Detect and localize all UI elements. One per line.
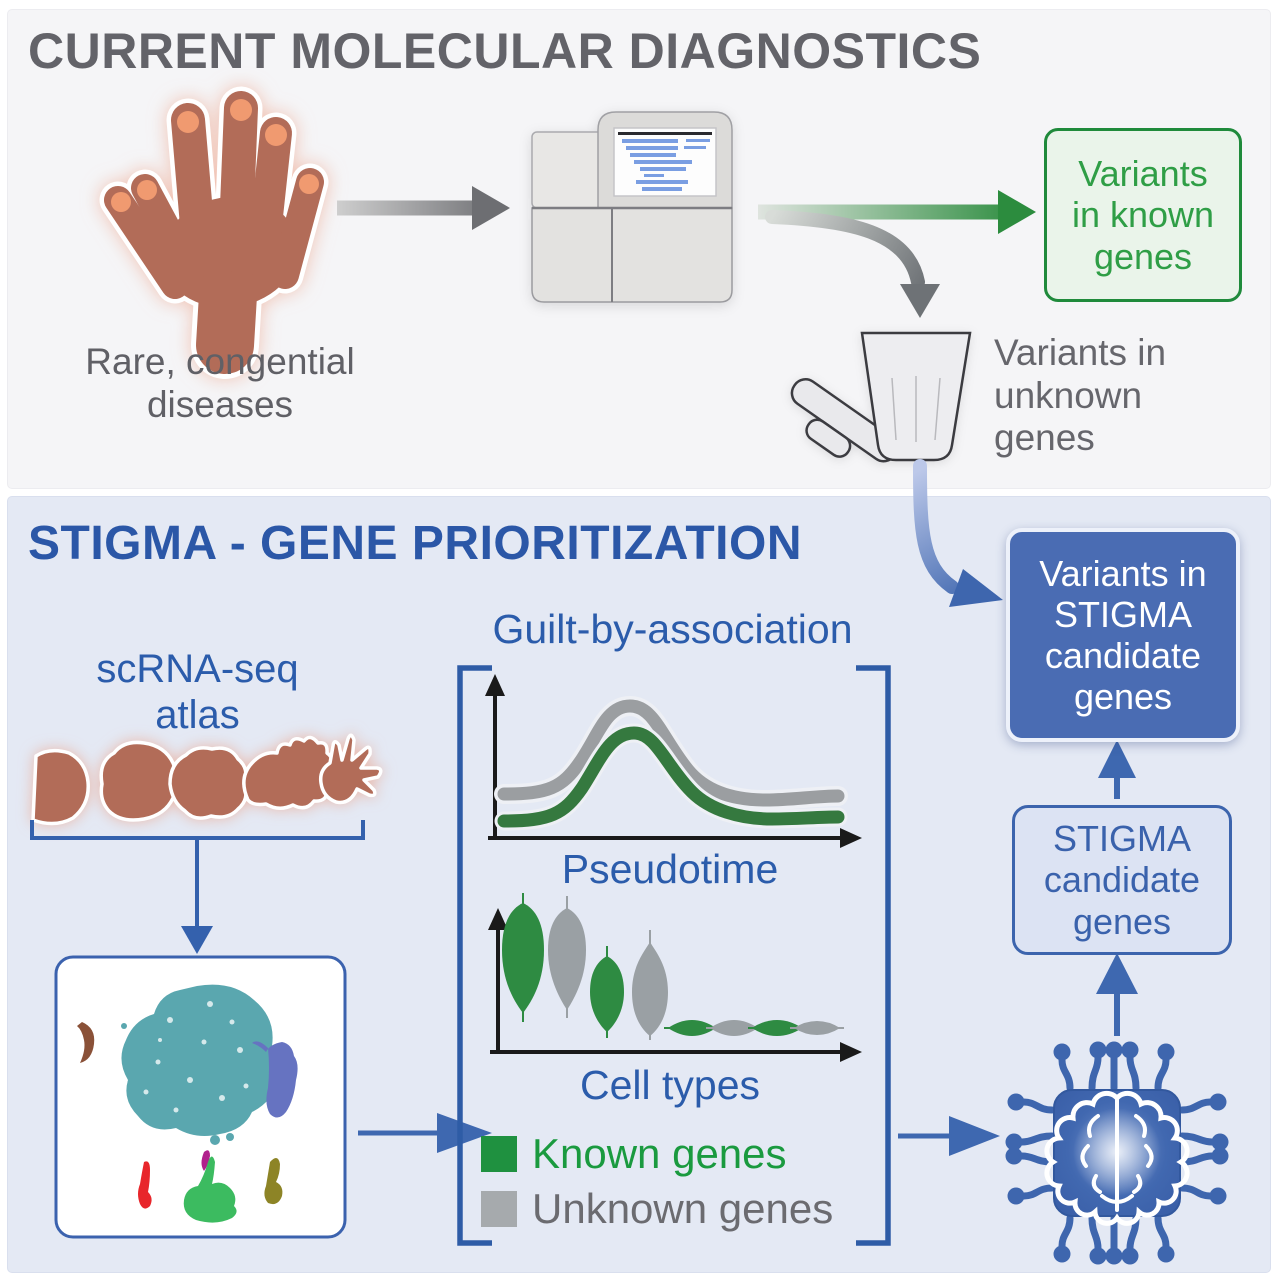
arrow-chip-to-candidates	[1096, 953, 1138, 1036]
umap-cluster-brown	[77, 1022, 95, 1063]
umap-cluster-teal	[121, 984, 280, 1136]
violin-flat-group	[664, 1020, 844, 1036]
stigma-candidate-box: STIGMA candidate genes	[1012, 805, 1232, 955]
violin-plot	[488, 893, 862, 1062]
umap-cluster-red	[138, 1161, 152, 1209]
gba-legend: Known genes Unknown genes	[481, 1130, 833, 1240]
variants-unknown-label: Variants in unknown genes	[994, 332, 1167, 459]
hand-polydactyly-icon	[99, 86, 329, 379]
arrow-hand-to-sequencer	[337, 186, 510, 230]
pseudotime-curve-known	[497, 726, 845, 828]
umap-cluster-slate	[252, 1041, 298, 1118]
violin-known-medium	[590, 946, 624, 1038]
pseudotime-curve-unknown	[497, 699, 845, 807]
trash-can-icon	[790, 331, 972, 463]
chip-pin-dots	[1005, 1041, 1229, 1265]
umap-cluster-magenta	[201, 1150, 210, 1171]
violin-unknown-large	[548, 896, 586, 1018]
arrow-candidates-to-variants	[1098, 740, 1136, 799]
celltypes-label: Cell types	[579, 1062, 760, 1108]
arrow-gba-to-chip	[898, 1116, 1000, 1156]
umap-cluster-olive	[264, 1157, 283, 1205]
top-section-title: CURRENT MOLECULAR DIAGNOSTICS	[28, 23, 982, 79]
unknown-genes-swatch	[481, 1191, 517, 1227]
variants-stigma-box: Variants in STIGMA candidate genes	[1006, 528, 1240, 742]
sequencer-screen-reads	[618, 132, 712, 191]
embryo-stages-icon	[31, 733, 383, 826]
fingertip-dots	[111, 99, 319, 212]
arrow-trash-to-stigma-variants	[913, 459, 1003, 607]
bottom-section-title: STIGMA - GENE PRIORITIZATION	[28, 517, 802, 570]
arrow-sequencer-to-trash	[765, 210, 940, 318]
variants-known-box: Variants in known genes	[1044, 128, 1242, 302]
arrow-bracket-to-umap	[181, 926, 213, 954]
legend-known-row: Known genes	[481, 1130, 833, 1178]
umap-plot	[54, 955, 347, 1239]
sequencer-icon	[531, 111, 733, 303]
arrow-umap-to-gba	[358, 1113, 492, 1153]
disease-label: Rare, congential diseases	[85, 341, 355, 425]
umap-speckles	[143, 1001, 249, 1113]
brain-icon	[1044, 1090, 1190, 1226]
legend-known: Known genes	[532, 1130, 787, 1177]
pseudotime-plot	[485, 674, 862, 848]
legend-unknown: Unknown genes	[532, 1185, 834, 1232]
atlas-bracket	[30, 820, 365, 928]
umap-cluster-green	[183, 1156, 237, 1223]
gba-title: Guilt-by-association	[492, 606, 853, 652]
legend-unknown-row: Unknown genes	[481, 1185, 833, 1233]
ai-chip-brain-icon	[1005, 1041, 1229, 1265]
gba-brackets	[457, 665, 891, 1246]
known-genes-swatch	[481, 1136, 517, 1172]
violin-known-large	[502, 893, 544, 1022]
atlas-label: scRNA-seq atlas	[96, 647, 299, 737]
violin-unknown-medium	[632, 930, 668, 1040]
pseudotime-label: Pseudotime	[561, 846, 779, 892]
